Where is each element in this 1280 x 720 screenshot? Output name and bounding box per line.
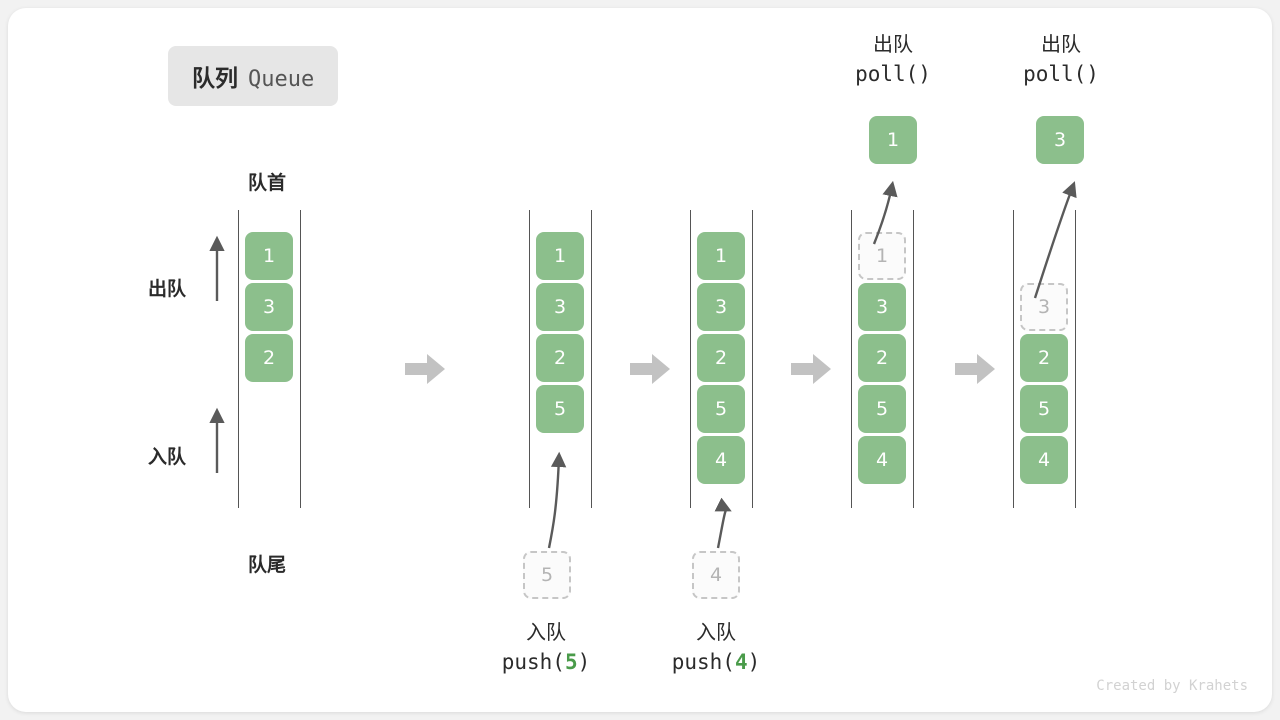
- caption-push-4: 入队 push(4): [606, 618, 826, 677]
- queue-rail-left: [851, 210, 852, 508]
- caption-push-4-cn: 入队: [696, 620, 736, 644]
- poll-1-arrow: [872, 180, 898, 245]
- queue-cell: 3: [536, 283, 584, 331]
- step-arrow-icon: [789, 351, 833, 387]
- poll-2-arrow: [1033, 181, 1077, 299]
- caption-push-4-value: 4: [734, 650, 748, 674]
- queue-cell: 4: [697, 436, 745, 484]
- queue-cell: 5: [1020, 385, 1068, 433]
- queue-rail-left: [690, 210, 691, 508]
- title-chinese: 队列: [192, 66, 238, 92]
- caption-push-4-suffix: ): [747, 650, 761, 674]
- caption-poll-1-cn: 出队: [873, 32, 913, 56]
- queue-cell: 2: [858, 334, 906, 382]
- queue-cell: 5: [536, 385, 584, 433]
- step-arrow-icon: [953, 351, 997, 387]
- dequeue-side-label: 出队: [148, 278, 187, 300]
- queue-cell: 2: [697, 334, 745, 382]
- pending-cell-value: 4: [692, 551, 740, 599]
- caption-push-4-prefix: push(: [671, 650, 735, 674]
- queue-cell: 5: [858, 385, 906, 433]
- pending-cell-value: 5: [523, 551, 571, 599]
- queue-cell: 1: [536, 232, 584, 280]
- queue-cell: 2: [1020, 334, 1068, 382]
- caption-push-5: 入队 push(5): [436, 618, 656, 677]
- queue-rail-right: [752, 210, 753, 508]
- queue-rail-left: [529, 210, 530, 508]
- queue-cell: 2: [536, 334, 584, 382]
- caption-poll-2-cn: 出队: [1041, 32, 1081, 56]
- caption-push-5-suffix: ): [577, 650, 591, 674]
- caption-push-5-cn: 入队: [526, 620, 566, 644]
- step-arrow-icon: [628, 351, 672, 387]
- caption-push-5-prefix: push(: [501, 650, 565, 674]
- pending-cell-push-4: 4: [692, 551, 740, 602]
- popped-cell-value: 1: [869, 116, 917, 164]
- title-english: Queue: [248, 67, 315, 92]
- popped-cell-poll-1: 1: [869, 116, 917, 167]
- arrow-overlay: [209, 180, 1077, 549]
- queue-cell: 3: [245, 283, 293, 331]
- queue-rail-left: [238, 210, 239, 508]
- enqueue-side-label: 入队: [148, 446, 187, 468]
- queue-cell: 4: [1020, 436, 1068, 484]
- queue-cell: 3: [697, 283, 745, 331]
- queue-cell: 1: [697, 232, 745, 280]
- queue-rail-right: [1075, 210, 1076, 508]
- queue-rail-right: [300, 210, 301, 508]
- caption-poll-1: 出队 poll(): [783, 30, 1003, 89]
- queue-rail-right: [591, 210, 592, 508]
- queue-cell: 2: [245, 334, 293, 382]
- push-4-arrow: [714, 497, 732, 549]
- popped-cell-value: 3: [1036, 116, 1084, 164]
- caption-poll-2: 出队 poll(): [951, 30, 1171, 89]
- caption-poll-2-call: poll(): [1023, 62, 1099, 86]
- queue-cell-ghost: 1: [858, 232, 906, 280]
- diagram-title-badge: 队列 Queue: [168, 46, 339, 106]
- pending-cell-push-5: 5: [523, 551, 571, 602]
- queue-cell: 5: [697, 385, 745, 433]
- queue-tail-label: 队尾: [248, 554, 287, 576]
- queue-cell: 3: [858, 283, 906, 331]
- queue-head-label: 队首: [248, 172, 287, 194]
- queue-cell: 1: [245, 232, 293, 280]
- credit-text: Created by Krahets: [1096, 678, 1248, 694]
- queue-cell-ghost: 3: [1020, 283, 1068, 331]
- popped-cell-poll-2: 3: [1036, 116, 1084, 167]
- step-arrow-icon: [403, 351, 447, 387]
- queue-rail-left: [1013, 210, 1014, 508]
- queue-rail-right: [913, 210, 914, 508]
- push-5-arrow: [547, 451, 567, 549]
- caption-push-5-value: 5: [564, 650, 578, 674]
- caption-poll-1-call: poll(): [855, 62, 931, 86]
- queue-cell: 4: [858, 436, 906, 484]
